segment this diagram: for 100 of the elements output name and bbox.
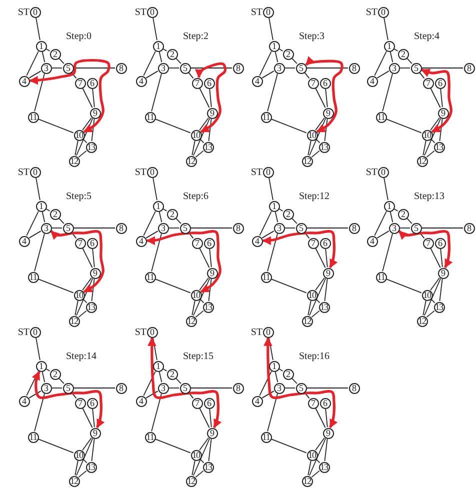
node-number: 8 [235, 384, 242, 392]
graph-edge [38, 118, 74, 134]
graph-node [62, 222, 74, 234]
node-number: 11 [146, 272, 154, 282]
node-number: 9 [440, 268, 446, 278]
graph-edge [26, 210, 39, 236]
node-number: 11 [376, 112, 386, 122]
graph-node [18, 396, 30, 406]
graph-node [136, 76, 146, 86]
node-number: 6 [322, 238, 328, 248]
node-number: 4 [254, 236, 260, 246]
node-number: 4 [138, 76, 144, 86]
graph-node [152, 200, 164, 212]
graph-edge [38, 278, 74, 294]
node-number: 12 [418, 316, 426, 326]
graph-node [166, 48, 178, 60]
graph-node [384, 40, 394, 52]
graph-node [464, 222, 474, 234]
node-number: 2 [285, 370, 291, 378]
graph-node [348, 62, 360, 74]
graph-node [116, 222, 126, 234]
node-number: 0 [149, 168, 156, 176]
graph-edge [82, 277, 92, 291]
node-number: 1 [155, 362, 161, 370]
node-number: 10 [74, 290, 84, 300]
graph-edge [268, 17, 274, 41]
node-number: 3 [391, 224, 398, 232]
node-number: 10 [192, 450, 200, 460]
node-number: 2 [169, 210, 175, 218]
node-number: 8 [351, 224, 358, 232]
graph-edge [422, 140, 426, 156]
graph-edge [176, 378, 182, 384]
graph-edge [209, 248, 212, 268]
graph-edge [267, 233, 278, 272]
graph-node [204, 78, 214, 88]
node-number: 9 [92, 428, 98, 438]
path-arrow [146, 230, 222, 293]
graph-node [90, 268, 100, 278]
node-number: 7 [77, 398, 84, 408]
graph-edge [58, 58, 64, 64]
graph-edge [430, 298, 436, 304]
node-number: 0 [265, 328, 272, 336]
graph-edge [262, 230, 274, 238]
graph-node [116, 382, 126, 394]
node-number: 3 [160, 64, 166, 72]
start-label: ST [366, 6, 378, 18]
step-label: Step:15 [183, 351, 214, 362]
path-arrow [262, 230, 338, 268]
graph-edge [267, 73, 278, 112]
node-number: 2 [52, 370, 58, 378]
node-number: 7 [194, 78, 200, 88]
graph-node [166, 368, 178, 380]
graph-edge [28, 390, 42, 398]
graph-node [86, 238, 98, 248]
graph-edge [406, 58, 412, 64]
graph-edge [308, 278, 326, 316]
graph-edge [188, 72, 194, 79]
graph-edge [315, 248, 326, 268]
step-label: Step:6 [183, 191, 209, 202]
graph-edge [308, 140, 312, 156]
graph-edge [26, 370, 39, 396]
graph-edge [91, 118, 95, 142]
graph-node [422, 78, 434, 88]
node-number: 11 [28, 432, 38, 442]
node-number: 0 [265, 168, 272, 176]
graph-node [398, 48, 408, 60]
node-number: 1 [271, 42, 277, 50]
node-number: 1 [271, 362, 277, 370]
node-number: 10 [308, 450, 316, 460]
graph-edge [374, 210, 387, 236]
graph-edge [308, 300, 312, 316]
node-number: 5 [182, 64, 188, 72]
graph-edge [325, 248, 328, 268]
graph-node [180, 382, 190, 394]
node-number: 2 [285, 210, 291, 218]
graph-node [308, 78, 318, 88]
node-number: 7 [425, 78, 432, 88]
node-number: 3 [160, 224, 166, 232]
graph-node [366, 76, 378, 86]
node-number: 4 [138, 396, 144, 406]
graph-node [348, 382, 360, 394]
graph-edge [274, 51, 278, 63]
node-number: 6 [89, 78, 96, 88]
graph-edge [82, 298, 88, 304]
graph-edge [430, 88, 441, 108]
path-arrow [29, 58, 110, 133]
graph-node [40, 382, 52, 394]
graph-edge [36, 17, 40, 41]
node-number: 9 [209, 268, 216, 278]
node-number: 4 [21, 76, 28, 86]
node-number: 13 [86, 462, 96, 472]
node-number: 7 [310, 238, 316, 248]
node-number: 1 [271, 202, 277, 210]
graph-edge [208, 438, 212, 462]
graph-edge [316, 458, 320, 464]
graph-edge [430, 117, 440, 131]
graph-edge [42, 371, 46, 383]
graph-node [438, 268, 448, 278]
graph-edge [82, 138, 88, 144]
graph-node [180, 62, 190, 74]
